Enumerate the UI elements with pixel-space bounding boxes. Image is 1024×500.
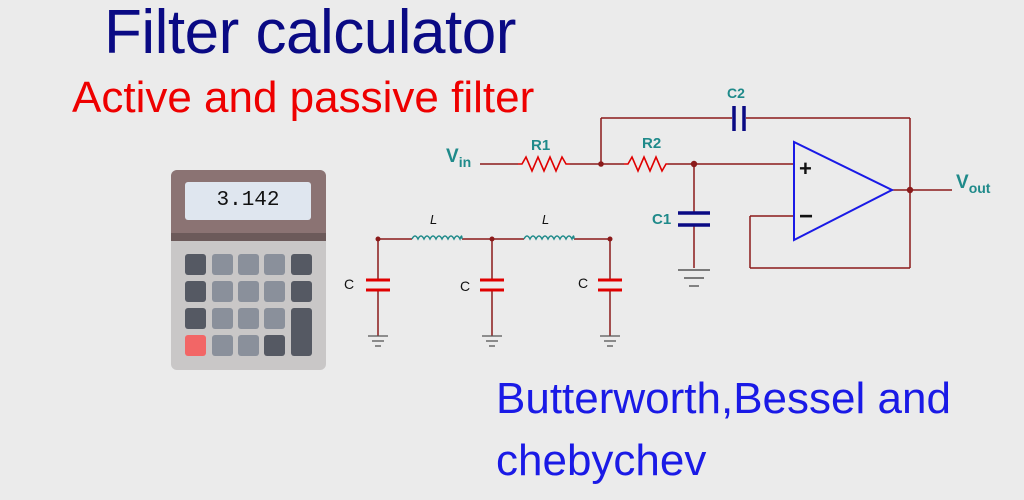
junction-dot [375, 236, 381, 242]
resistor-r2 [624, 154, 668, 174]
capacitor-c1 [678, 211, 710, 227]
calculator-key [238, 308, 259, 329]
calculator-key [264, 335, 285, 356]
inductor-2 [523, 235, 575, 241]
capacitor-1-label: C [344, 276, 354, 292]
filter-types-line-2: chebychev [496, 436, 707, 485]
vout-label: Vout [956, 172, 991, 196]
vin-label: Vin [446, 146, 471, 170]
junction-dot [489, 236, 495, 242]
filter-types-line-1: Butterworth,Bessel and [496, 374, 951, 423]
calculator-key [212, 308, 233, 329]
junction-dot [598, 161, 604, 167]
junction-dot [906, 186, 914, 194]
calculator-key [264, 281, 285, 302]
active-filter-wires [480, 117, 952, 269]
calculator-key [185, 254, 206, 275]
inductor-1-label: L [430, 212, 437, 227]
calculator-key [212, 254, 233, 275]
calculator-icon: 3.142 [171, 170, 326, 370]
calculator-key [238, 254, 259, 275]
calculator-display: 3.142 [185, 182, 311, 220]
calculator-key [185, 308, 206, 329]
calculator-key [185, 281, 206, 302]
ground-icon [600, 335, 620, 347]
resistor-r1 [518, 154, 570, 174]
inductor-2-label: L [542, 212, 549, 227]
calculator-key [238, 281, 259, 302]
calculator-key [291, 281, 312, 302]
c2-label: C2 [727, 85, 745, 101]
calculator-key [212, 335, 233, 356]
r1-label: R1 [531, 137, 550, 154]
r2-label: R2 [642, 135, 661, 152]
app-subtitle: Active and passive filter [72, 73, 535, 122]
ground-icon [368, 335, 388, 347]
junction-dot [607, 236, 613, 242]
calculator-key [185, 335, 206, 356]
opamp-icon [793, 140, 895, 242]
calculator-key [264, 254, 285, 275]
calculator-key [212, 281, 233, 302]
calculator-key [291, 254, 312, 275]
calculator-key [291, 308, 312, 356]
calculator-divider [171, 233, 326, 241]
ground-icon [678, 269, 710, 287]
calculator-key [264, 308, 285, 329]
capacitor-c-1 [366, 278, 390, 292]
app-title: Filter calculator [104, 0, 516, 67]
junction-dot [690, 160, 698, 168]
opamp-plus-label: + [799, 156, 812, 181]
ground-icon [482, 335, 502, 347]
capacitor-c-3 [598, 278, 622, 292]
capacitor-c2 [732, 106, 746, 131]
opamp-minus-label: − [799, 203, 813, 230]
capacitor-c-2 [480, 278, 504, 292]
inductor-1 [411, 235, 463, 241]
capacitor-2-label: C [460, 278, 470, 294]
filter-types-text: Butterworth,Bessel and chebychev [496, 368, 1016, 492]
calculator-key [238, 335, 259, 356]
capacitor-3-label: C [578, 275, 588, 291]
c1-label: C1 [652, 211, 671, 228]
passive-filter-circuit [377, 238, 611, 336]
